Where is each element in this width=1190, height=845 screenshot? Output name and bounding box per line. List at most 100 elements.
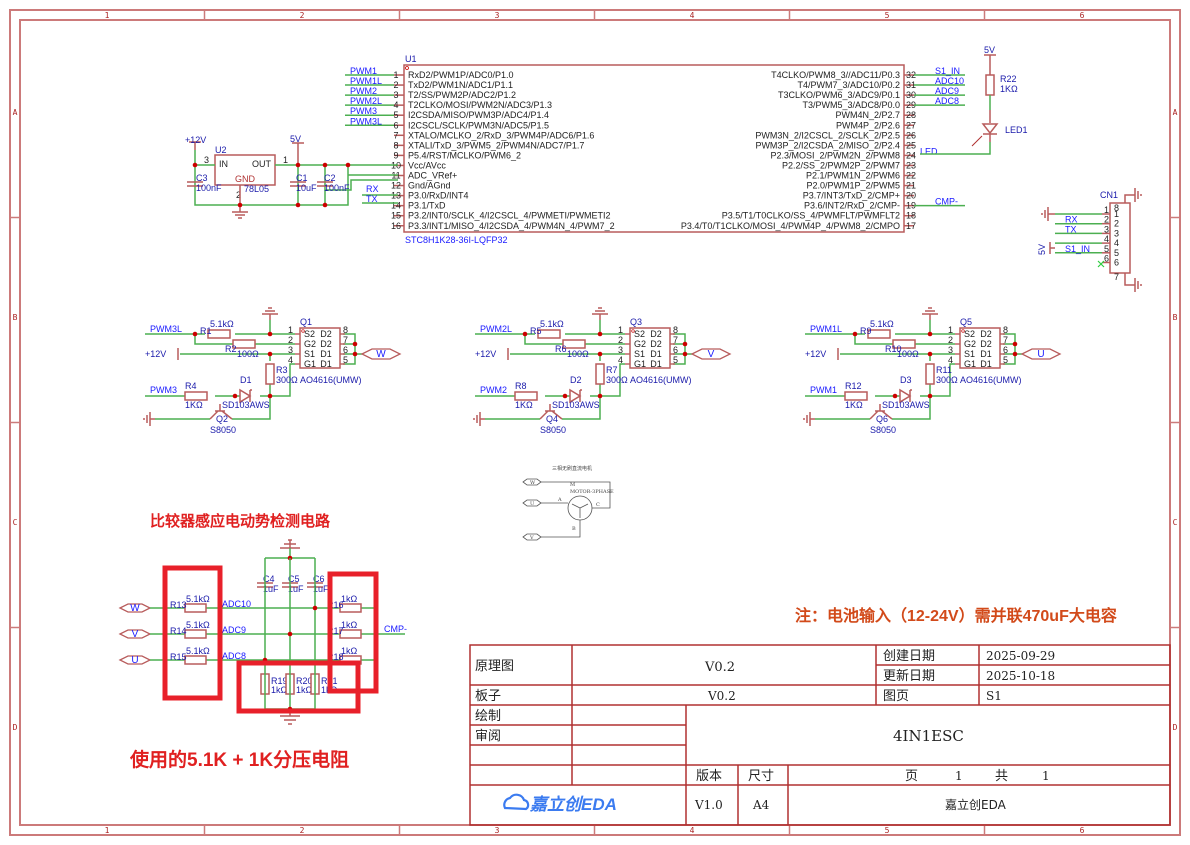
regulator-u2[interactable]: U2 IN OUT GND 78L05 3 1 2 (204, 145, 288, 200)
net-label: PWM1 (350, 66, 377, 76)
g2-resistor-value: 100Ω (897, 349, 919, 359)
net-label: PWM2L (350, 96, 382, 106)
divider-resistor-ref: R14 (170, 626, 187, 636)
divider-resistor-value: 5.1kΩ (186, 594, 210, 604)
tb-sheet-label: 图页 (883, 689, 909, 704)
mcu-pin-number: 26 (906, 130, 916, 140)
mcu-pin-number: 30 (906, 90, 916, 100)
net-label: PWM3 (350, 106, 377, 116)
junction (267, 393, 273, 399)
rx-net: RX (366, 184, 379, 194)
mosfet-ref: Q5 (960, 317, 972, 327)
mosfet-part: AO4616(UMW) (960, 375, 1022, 385)
mosfet-pin-number: 5 (673, 355, 678, 365)
divider-resistor-value: 5.1kΩ (186, 620, 210, 630)
mosfet-part: AO4616(UMW) (300, 375, 362, 385)
c3-value: 100nF (196, 183, 222, 193)
pin1-marker (961, 329, 965, 333)
grid-col-top: 2 (300, 11, 305, 20)
mosfet-pin-number: 7 (1003, 335, 1008, 345)
pull-resistor-value: 300Ω (606, 375, 628, 385)
divider-resistor-5k1 (184, 629, 207, 639)
cn1-net-label: S1_IN (1065, 244, 1090, 254)
bemf-cap-ref: C6 (313, 574, 325, 584)
mosfet-pin-number: 5 (1003, 355, 1008, 365)
r22-value: 1KΩ (1000, 84, 1018, 94)
mcu-pin-name: P3.3/INT1/MISO_4/I2CSDA_4/PWM4N_4/PWM7_2 (408, 221, 615, 231)
bjt-part: S8050 (540, 425, 566, 435)
mcu-pin-name: RxD2/PWM1P/ADC0/P1.0 (408, 70, 514, 80)
junction (927, 331, 933, 337)
mosfet-pin-name: D2 (320, 329, 332, 339)
bemf-cap-value: 1uF (288, 584, 304, 594)
mosfet-pin-number: 4 (948, 355, 953, 365)
grid-col-bottom: 4 (690, 826, 695, 835)
cloud-logo-icon (503, 793, 530, 811)
series-resistor-ref: R16 (327, 600, 344, 610)
tb-size-value: A4 (752, 798, 770, 812)
phase-flag-label: V (708, 349, 715, 360)
phase-flag-label: W (376, 349, 386, 360)
pulldown-resistor-value: 1kΩ (296, 685, 313, 695)
junction (927, 351, 933, 357)
mosfet-pin-number: 3 (948, 345, 953, 355)
mcu-pin-number: 28 (906, 110, 916, 120)
mosfet-pin-number: 2 (618, 335, 623, 345)
motor-term-a: A (557, 497, 562, 503)
pull-resistor-ref: R3 (276, 365, 288, 375)
cn1-pin-label: 4 (1114, 238, 1119, 248)
tb-schematic-value: V0.2 (704, 660, 735, 675)
mcu-pin-name: T3CLKO/PWM6_3/ADC9/P0.1 (778, 90, 900, 100)
mosfet-pin-number: 2 (288, 335, 293, 345)
cn1-pin-number: 3 (1104, 224, 1109, 234)
grid-row-left: A (13, 108, 18, 117)
mosfet-pin-name: G1 (634, 359, 646, 369)
motor-term-b: B (572, 526, 576, 532)
mcu-pin-name: P5.4/RST/MCLKO/PWM6_2 (408, 150, 521, 160)
reg-out-label: OUT (252, 159, 272, 169)
gate-resistor (537, 329, 561, 339)
c2-ref: C2 (324, 173, 336, 183)
divider-resistor-5k1 (184, 603, 207, 613)
mosfet-pin-name: S2 (304, 329, 315, 339)
mosfet-body (629, 327, 671, 369)
tb-brand: 嘉立创EDA (945, 797, 1007, 812)
mcu-pin-name: Vcc/AVcc (408, 160, 446, 170)
mcu-pin-number: 23 (906, 160, 916, 170)
grid-row-right: A (1173, 108, 1178, 117)
mosfet-pin-name: S1 (964, 349, 975, 359)
base-resistor-ref: R8 (515, 381, 527, 391)
mcu-pin-number: 20 (906, 191, 916, 201)
mosfet-pin-number: 8 (343, 325, 348, 335)
mcu-pin-name: P3.0/RxD/INT4 (408, 191, 469, 201)
diode-ref: D3 (900, 375, 912, 385)
tb-schematic-label: 原理图 (475, 659, 514, 674)
base-resistor-value: 1KΩ (185, 400, 203, 410)
pulldown-resistor-ref: R20 (296, 676, 313, 686)
mcu-pin-number: 32 (906, 70, 916, 80)
c1-value: 10uF (296, 183, 317, 193)
bjt-part: S8050 (870, 425, 896, 435)
gate-resistor-value: 5.1kΩ (210, 319, 234, 329)
pull-resistor-value: 300Ω (276, 375, 298, 385)
mosfet-pin-number: 6 (343, 345, 348, 355)
mosfet-pin-number: 4 (288, 355, 293, 365)
gate-resistor-value: 5.1kΩ (870, 319, 894, 329)
grid-row-right: D (1173, 723, 1178, 732)
divider-resistor-1k (339, 629, 362, 639)
mcu-pin-number: 17 (906, 221, 916, 231)
mosfet-pin-number: 8 (673, 325, 678, 335)
mosfet-pin-number: 3 (618, 345, 623, 355)
bjt-ref: Q2 (216, 414, 228, 424)
mcu-pin-name: I2CSCL/SCLK/PWM3N/ADC5/P1.5 (408, 120, 549, 130)
mcu-pin-name: P2.0/PWM1P_2/PWM5 (806, 181, 900, 191)
tb-size-label: 尺寸 (748, 769, 774, 784)
gate-resistor-value: 5.1kΩ (540, 319, 564, 329)
pull-resistor (925, 363, 935, 385)
net-label: PWM3L (350, 116, 382, 126)
